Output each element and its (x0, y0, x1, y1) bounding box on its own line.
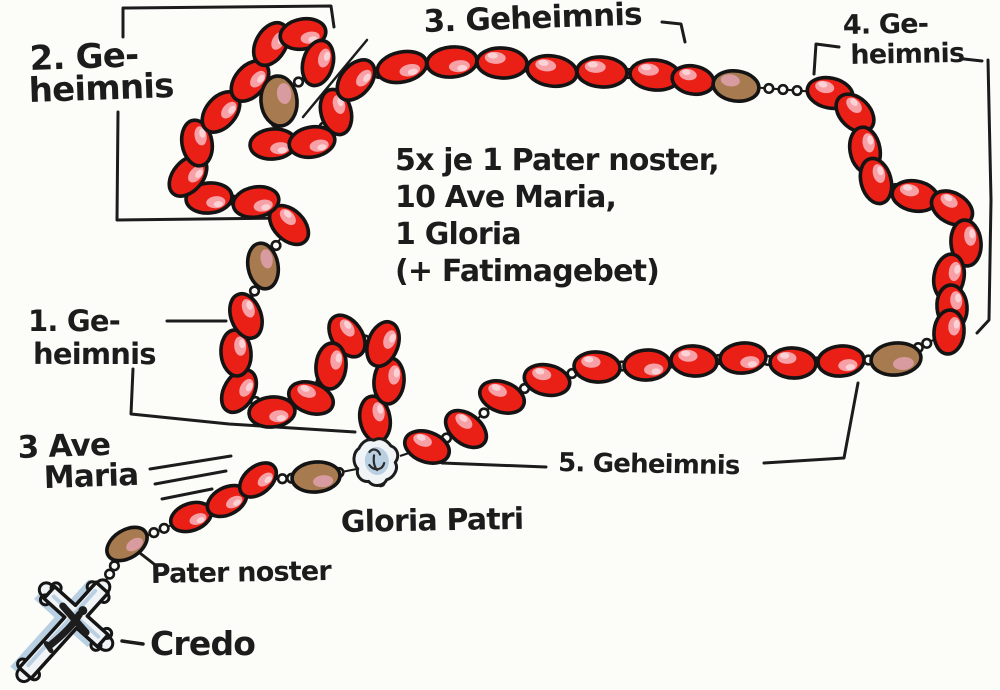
ave-bead (237, 461, 279, 499)
label-instructions: 5x je 1 Pater noster,10 Ave Maria,1 Glor… (395, 143, 719, 289)
ave-bead (300, 38, 336, 88)
pointer-lines-layer (115, 4, 993, 646)
ave-bead (858, 156, 894, 206)
ave-bead (477, 379, 527, 415)
ave-bead (228, 291, 264, 341)
ave-bead (365, 319, 401, 369)
ave-bead (932, 308, 966, 356)
ave-bead (622, 348, 672, 382)
ave-bead (168, 500, 214, 534)
medal (352, 437, 400, 488)
ave-bead (314, 341, 348, 391)
label-3-ave-maria: 3 AveMaria (17, 426, 139, 497)
label-gloria-patri: Gloria Patri (341, 502, 524, 540)
ave-bead (572, 350, 622, 384)
hook-section3 (660, 20, 687, 44)
label-4-geheimnis: 4. Ge-heimnis (843, 8, 965, 71)
ave-bead (929, 189, 975, 227)
ave-bead (475, 46, 529, 80)
bracket-section4-left (812, 42, 841, 76)
ave-bead (816, 344, 866, 378)
ave-bead (768, 346, 818, 380)
chain-link-ring (158, 522, 170, 534)
crucifix-cross (10, 578, 115, 684)
chain-link-ring (276, 473, 288, 485)
chain-link-ring (791, 84, 803, 97)
ave-bead (575, 55, 629, 89)
label-5-geheimnis: 5. Geheimnis (558, 448, 740, 481)
ave-bead (443, 408, 489, 450)
ave-bead (425, 45, 479, 79)
ave-bead (669, 344, 719, 378)
chain-link-ring (103, 568, 116, 580)
chain-link-ring (248, 285, 261, 297)
bracket-section2-bottom (115, 110, 290, 222)
ave-bead (219, 367, 259, 415)
pater-bead (245, 241, 281, 291)
pointer-section3-diagonal (301, 38, 369, 119)
chain-link-ring (777, 83, 789, 96)
ave-bead (231, 184, 281, 220)
bracket-section2-top (121, 4, 336, 39)
ave-bead (375, 49, 429, 85)
chain-link-ring (148, 527, 160, 539)
chain-link-ring (292, 76, 305, 88)
slash-ave-1 (148, 454, 233, 471)
pater-bead (869, 341, 923, 377)
bracket-section5-right (762, 381, 860, 465)
ave-bead (335, 58, 377, 102)
ave-bead (184, 181, 234, 215)
ave-bead (205, 483, 249, 519)
pater-bead (711, 69, 761, 103)
slash-ave-2 (153, 469, 228, 486)
ave-bead (670, 63, 716, 97)
label-3-geheimnis: 3. Geheimnis (423, 0, 642, 40)
beads-layer (105, 16, 983, 563)
chain-link-ring (763, 82, 775, 95)
ave-bead (402, 429, 452, 465)
ave-bead (229, 59, 271, 103)
ave-bead (525, 53, 579, 89)
chain-link-ring (478, 407, 490, 419)
chain-link-ring (108, 560, 120, 572)
crucifix (10, 578, 115, 684)
ave-bead (287, 124, 337, 160)
label-pater-noster: Pater noster (151, 556, 333, 590)
labels-layer: 2. Ge-heimnis 3. Geheimnis 4. Ge-heimnis 5x… (17, 0, 964, 663)
chain-link-ring (270, 239, 282, 252)
pater-bead (290, 460, 342, 494)
ave-bead (267, 203, 311, 247)
ave-bead (628, 58, 682, 92)
ave-bead (247, 395, 297, 429)
bracket-section1 (129, 367, 357, 434)
slash-ave-3 (160, 487, 214, 501)
ave-bead (522, 362, 572, 398)
ave-bead (286, 380, 336, 416)
ave-bead (949, 218, 983, 268)
pointer-section5-left (440, 461, 548, 469)
dash-credo (120, 639, 145, 646)
chain-link-ring (921, 337, 933, 349)
ave-bead (718, 341, 768, 375)
ave-bead (357, 394, 393, 444)
medal-centerpiece (352, 437, 400, 488)
ave-bead (200, 90, 242, 134)
ave-bead (219, 328, 253, 378)
label-2-geheimnis: 2. Ge-heimnis (27, 34, 174, 111)
label-credo: Credo (150, 624, 255, 663)
label-1-geheimnis: 1. Ge-heimnis (28, 304, 156, 371)
ave-bead (179, 118, 215, 168)
ave-bead (834, 92, 876, 134)
dash-section4 (962, 57, 984, 63)
bracket-section4-right (975, 58, 993, 335)
pater-bead (105, 525, 149, 563)
